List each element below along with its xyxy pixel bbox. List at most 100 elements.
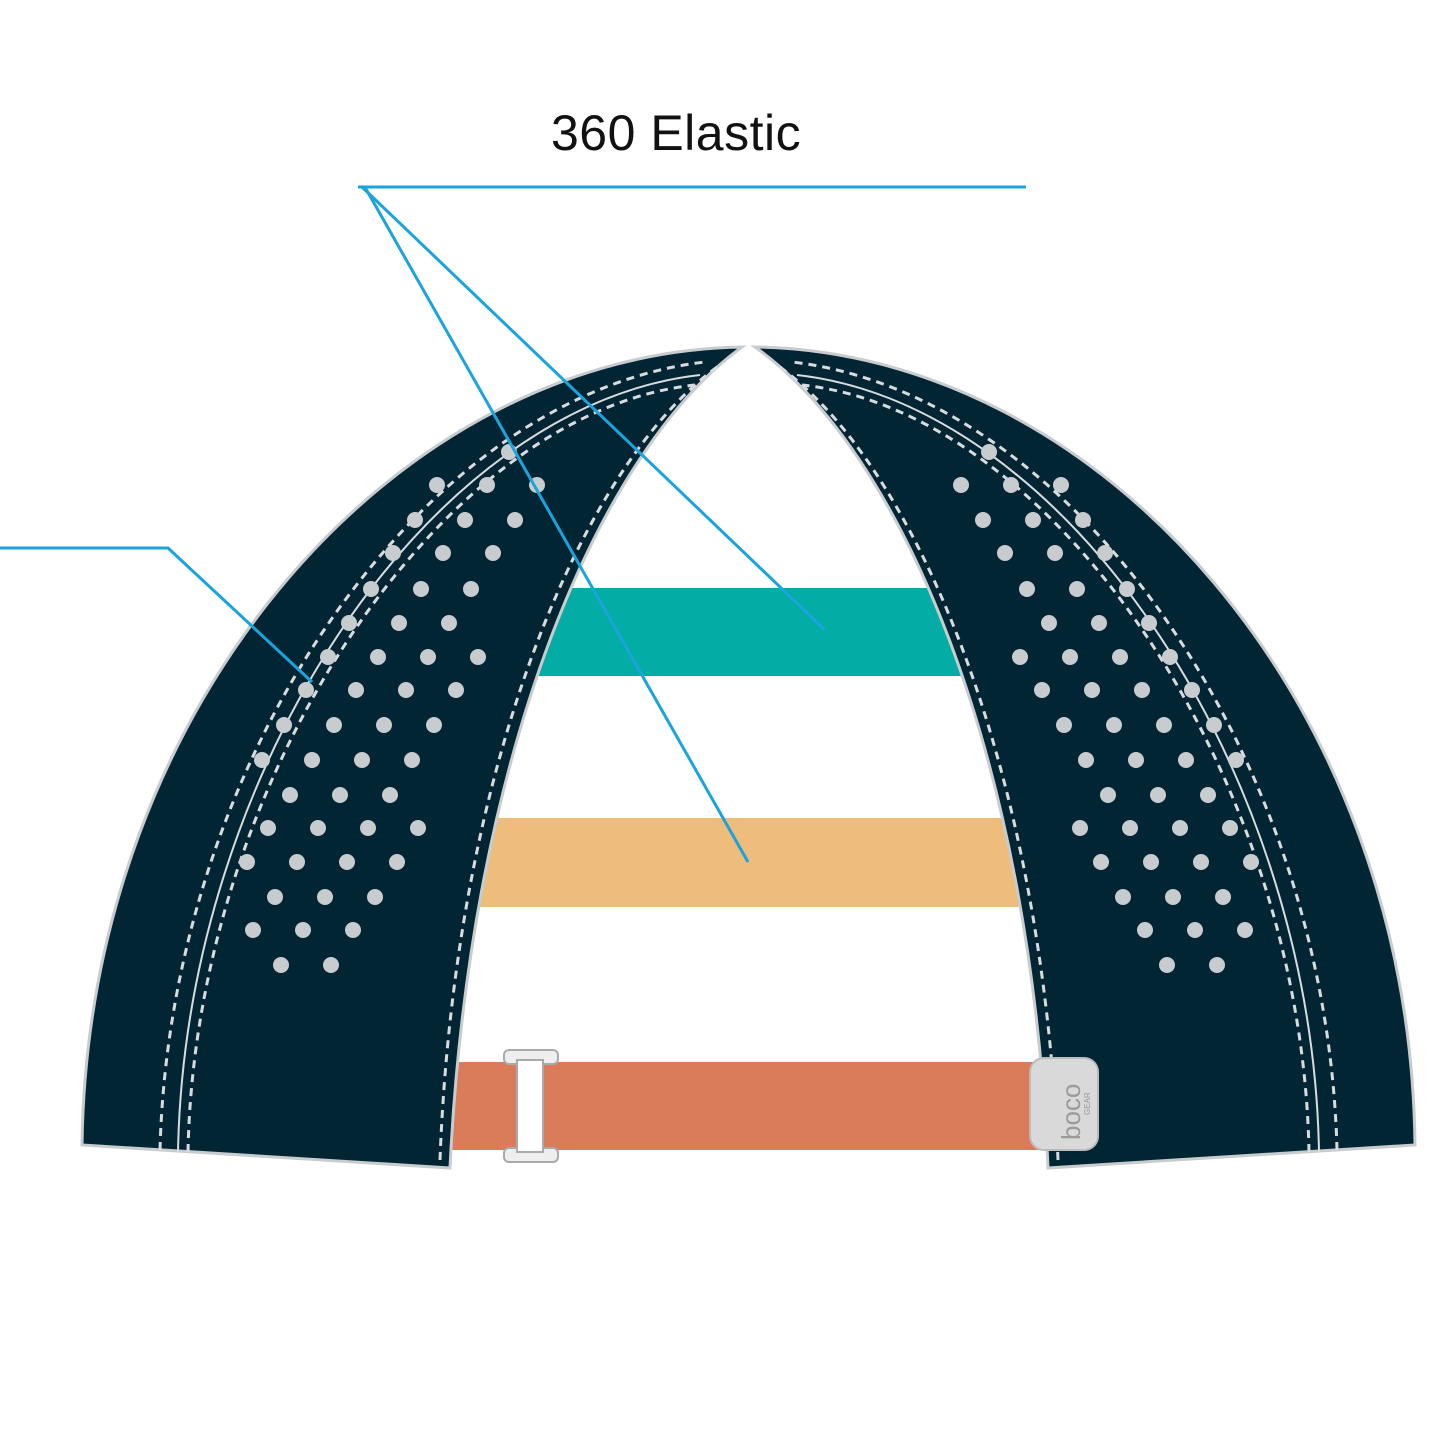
vent-hole [479, 477, 495, 493]
vent-hole [398, 682, 414, 698]
vent-hole [389, 854, 405, 870]
vent-hole [1019, 581, 1035, 597]
logo-sub: GEAR [1083, 1092, 1092, 1115]
tan-elastic-band [450, 818, 1050, 907]
vent-hole [320, 649, 336, 665]
strap-buckle [503, 1049, 559, 1163]
vent-hole [1159, 957, 1175, 973]
vent-hole [1141, 615, 1157, 631]
vent-hole [1206, 717, 1222, 733]
vent-hole [1209, 957, 1225, 973]
vent-hole [1134, 682, 1150, 698]
vent-hole [1034, 682, 1050, 698]
vent-hole [341, 615, 357, 631]
vent-hole [407, 512, 423, 528]
vent-hole [448, 682, 464, 698]
vent-hole [1069, 581, 1085, 597]
teal-elastic-band [500, 588, 1000, 676]
vent-hole [1137, 922, 1153, 938]
vent-hole [507, 512, 523, 528]
vent-hole [326, 717, 342, 733]
vent-hole [363, 581, 379, 597]
vent-hole [1128, 752, 1144, 768]
logo-tag: boco GEAR [1029, 1057, 1099, 1151]
callout-pointer-teal [360, 185, 827, 632]
vent-hole [345, 922, 361, 938]
vent-hole [1184, 682, 1200, 698]
side-callout-line [0, 546, 314, 684]
vent-hole [1193, 854, 1209, 870]
vent-hole [298, 682, 314, 698]
vent-hole [1100, 787, 1116, 803]
vent-hole [295, 922, 311, 938]
vent-hole [267, 889, 283, 905]
vent-hole [1112, 649, 1128, 665]
vent-hole [376, 717, 392, 733]
vent-hole [339, 854, 355, 870]
vent-hole [239, 854, 255, 870]
callout-pointer-tan [364, 188, 750, 863]
vent-hole [354, 752, 370, 768]
vent-hole [245, 922, 261, 938]
vent-hole [1228, 752, 1244, 768]
vent-hole [975, 512, 991, 528]
vent-hole [1025, 512, 1041, 528]
vent-hole [289, 854, 305, 870]
vent-hole [1041, 615, 1057, 631]
vent-hole [1237, 922, 1253, 938]
vent-hole [1097, 545, 1113, 561]
vent-hole [382, 787, 398, 803]
vent-hole [367, 889, 383, 905]
callout-lines [0, 185, 1026, 863]
vent-hole [1047, 545, 1063, 561]
vent-hole [1122, 820, 1138, 836]
logo-brand: boco [1056, 1084, 1086, 1140]
vent-hole [470, 649, 486, 665]
vent-hole [1150, 787, 1166, 803]
vent-hole [1162, 649, 1178, 665]
vent-hole [1222, 820, 1238, 836]
vent-hole [953, 477, 969, 493]
vent-hole [1215, 889, 1231, 905]
vent-hole [981, 444, 997, 460]
vent-hole [254, 752, 270, 768]
vent-hole [1072, 820, 1088, 836]
vent-hole [485, 545, 501, 561]
vent-hole [1119, 581, 1135, 597]
vent-hole [1143, 854, 1159, 870]
vent-hole [404, 752, 420, 768]
vent-hole [304, 752, 320, 768]
vent-hole [1053, 477, 1069, 493]
vent-hole [370, 649, 386, 665]
vent-hole [457, 512, 473, 528]
vent-hole [1093, 854, 1109, 870]
vent-hole [317, 889, 333, 905]
vent-hole [1165, 889, 1181, 905]
vent-hole [1172, 820, 1188, 836]
vent-hole [391, 615, 407, 631]
callout-label-360-elastic: 360 Elastic [551, 105, 802, 161]
vent-hole [1091, 615, 1107, 631]
vent-hole [360, 820, 376, 836]
vent-hole [1084, 682, 1100, 698]
vent-hole [413, 581, 429, 597]
vent-hole [997, 545, 1013, 561]
vent-hole [441, 615, 457, 631]
vent-hole [429, 477, 445, 493]
vent-hole [1156, 717, 1172, 733]
vent-hole [1243, 854, 1259, 870]
vent-hole [1062, 649, 1078, 665]
vent-hole [1115, 889, 1131, 905]
vent-hole [323, 957, 339, 973]
vent-hole [1106, 717, 1122, 733]
vent-hole [426, 717, 442, 733]
vent-hole [310, 820, 326, 836]
vent-hole [1187, 922, 1203, 938]
vent-hole [1012, 649, 1028, 665]
vent-hole [273, 957, 289, 973]
vent-hole [1075, 512, 1091, 528]
vent-hole [332, 787, 348, 803]
vent-hole [282, 787, 298, 803]
vent-hole [260, 820, 276, 836]
